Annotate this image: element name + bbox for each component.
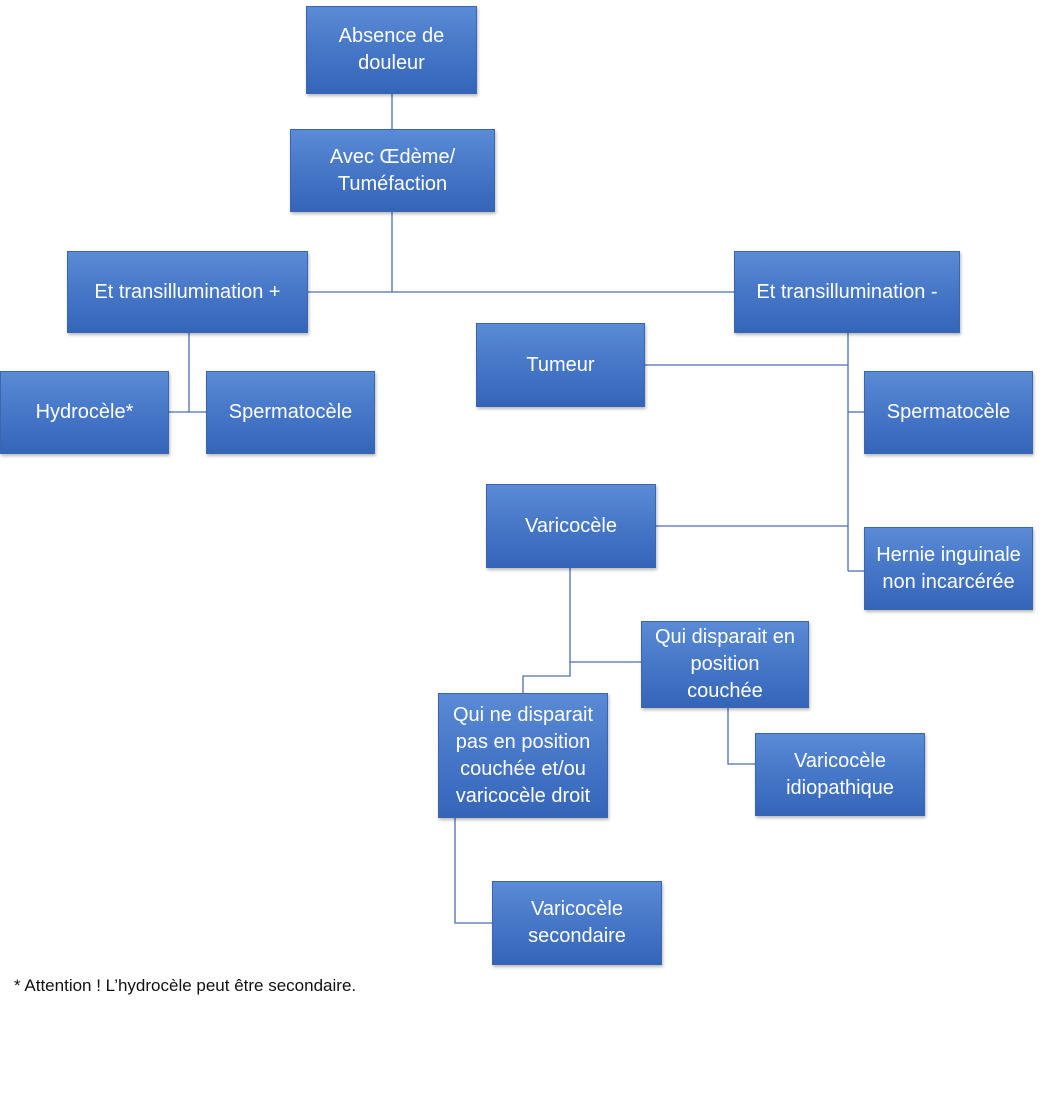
footnote: * Attention ! L’hydrocèle peut être seco… (14, 976, 357, 995)
node-varicocele-idiopathique: Varicocèle idiopathique (755, 733, 925, 816)
node-spermatocele-left: Spermatocèle (206, 371, 375, 454)
node-label: Spermatocèle (886, 401, 1011, 423)
node-tumeur: Tumeur (476, 323, 645, 407)
node-label: Tumeur (526, 353, 595, 376)
node-varicocele-secondaire: Varicocèle secondaire (492, 881, 662, 965)
node-label: Et transillumination - (756, 280, 938, 303)
node-ne-disparait-pas: Qui ne disparait pas en position couchée… (438, 693, 608, 818)
node-spermatocele-right: Spermatocèle (864, 371, 1033, 454)
node-label: Varicocèle secondaire (528, 898, 626, 947)
node-hernie-inguinale: Hernie inguinale non incarcérée (864, 527, 1033, 610)
node-absence-douleur: Absence de douleur (306, 6, 477, 94)
node-oedeme-tumefaction: Avec Œdème/ Tuméfaction (290, 129, 495, 212)
node-label: Qui ne disparait pas en position couchée… (452, 703, 594, 807)
connector-transplus-children (169, 333, 206, 413)
node-hydrocele: Hydrocèle* (0, 371, 169, 454)
node-varicocele: Varicocèle (486, 484, 656, 568)
node-label: Avec Œdème/ Tuméfaction (329, 145, 456, 195)
node-label: Varicocèle (525, 514, 617, 537)
connector-secondaire (454, 818, 492, 924)
node-transillumination-plus: Et transillumination + (67, 251, 308, 333)
connector-varicocele-children (522, 568, 641, 693)
node-label: Absence de douleur (338, 25, 445, 74)
node-label: Qui disparait en position couchée (654, 626, 796, 702)
connector-idiopathique (727, 708, 755, 765)
node-label: Varicocèle idiopathique (786, 749, 894, 799)
node-disparait-couchee: Qui disparait en position couchée (641, 621, 809, 708)
connector-oedeme-trans (308, 212, 734, 293)
node-transillumination-minus: Et transillumination - (734, 251, 960, 333)
node-label: Hydrocèle* (35, 401, 134, 423)
node-label: Hernie inguinale non incarcérée (876, 543, 1021, 593)
node-label: Et transillumination + (94, 280, 281, 303)
node-label: Spermatocèle (228, 401, 353, 423)
